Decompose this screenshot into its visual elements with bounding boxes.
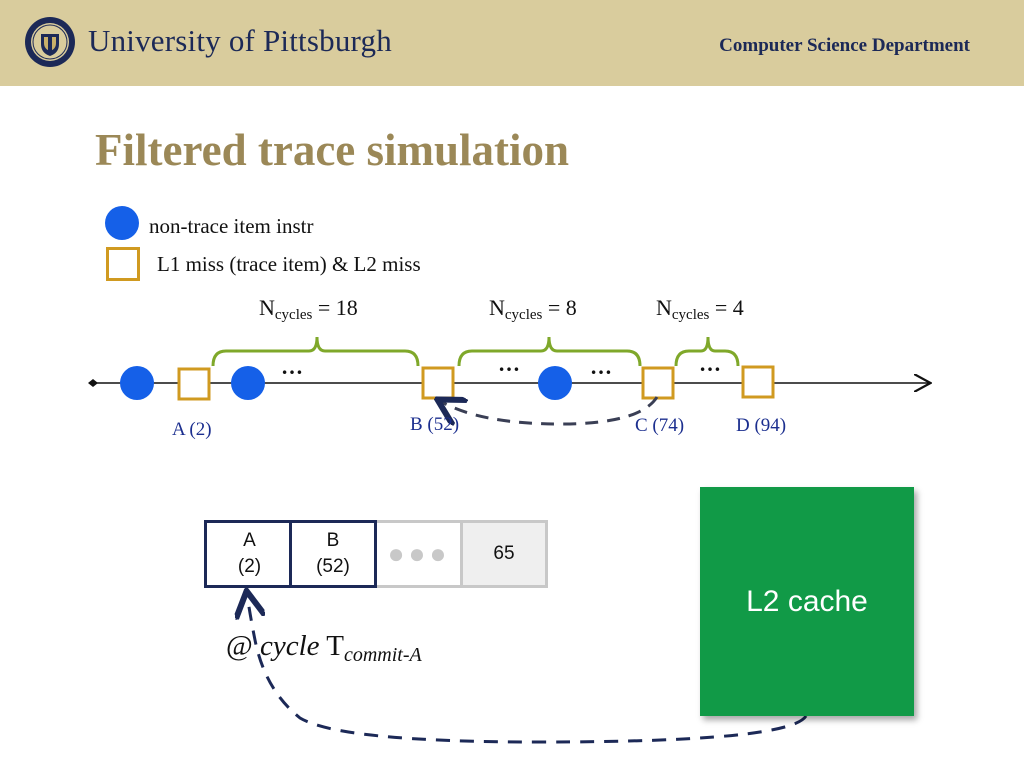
header-bar: University of Pittsburgh Computer Scienc… [0, 0, 1024, 86]
trace-square-b [421, 366, 455, 400]
slide-title: Filtered trace simulation [95, 125, 570, 175]
brace-3 [674, 336, 740, 367]
buffer-ellipsis-icon: ●●● [387, 538, 451, 569]
department-name: Computer Science Department [719, 35, 970, 56]
ncycles-label-1: Ncycles = 18 [259, 295, 358, 323]
buffer-cell-last-value: 65 [493, 543, 515, 564]
timeline-start-mark [88, 379, 98, 387]
point-label-b: B (52) [410, 414, 460, 435]
instr-circle-2 [231, 366, 265, 400]
ncycles-label-3: Ncycles = 4 [656, 295, 744, 323]
buffer-cell-b-name: B [326, 530, 340, 551]
point-label-c: C (74) [635, 415, 685, 436]
legend-circle-label: non-trace item instr [149, 214, 314, 238]
ellipsis-2: … [498, 351, 520, 376]
point-label-a: A (2) [172, 419, 212, 440]
instr-circle-3 [538, 366, 572, 400]
university-seal-icon [25, 17, 75, 67]
buffer-cell-b: B (52) [289, 520, 377, 588]
arrow-c-to-b [440, 396, 659, 424]
ellipsis-3: … [590, 354, 612, 379]
l2-cache-box: L2 cache [700, 487, 914, 716]
ellipsis-1: … [281, 354, 303, 379]
trace-square-a [177, 367, 211, 401]
ncycles-label-2: Ncycles = 8 [489, 295, 577, 323]
instr-circle-1 [120, 366, 154, 400]
trace-square-c [641, 366, 675, 400]
point-label-d: D (94) [736, 415, 787, 436]
ellipsis-4: … [699, 351, 721, 376]
arrow-l2-to-buffer [247, 594, 808, 744]
buffer-cell-a-name: A [243, 530, 256, 551]
buffer-cell-a-value: (2) [237, 556, 262, 577]
brace-2 [457, 336, 642, 367]
legend-square-icon [106, 247, 140, 281]
buffer-cell-b-value: (52) [316, 556, 350, 577]
commit-cycle-note: @ cycle Tcommit-A [226, 630, 422, 666]
buffer-cell-ellipsis: ●●● [377, 520, 461, 588]
legend-circle-icon [105, 206, 139, 240]
brace-1 [211, 336, 420, 367]
buffer-cell-last: 65 [460, 520, 548, 588]
l2-cache-label: L2 cache [746, 584, 868, 618]
university-name: University of Pittsburgh [88, 23, 392, 58]
trace-square-d [741, 365, 775, 399]
buffer-cell-a: A (2) [204, 520, 292, 588]
legend-square-label: L1 miss (trace item) & L2 miss [157, 252, 421, 276]
